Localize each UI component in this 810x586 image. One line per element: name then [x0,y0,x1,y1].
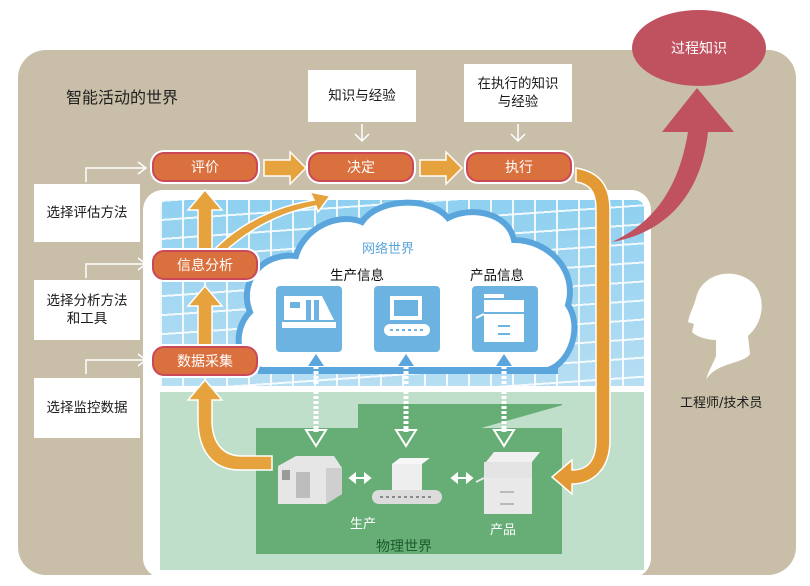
physical-conveyor-box-icon [372,458,442,504]
production-label: 生产 [350,517,377,532]
physical-machine-tool-icon [278,456,342,504]
world-title: 智能活动的世界 [66,88,179,107]
analyze-label: 信息分析 [177,258,233,274]
execution-knowledge-label: 在执行的知识 与经验 [477,76,559,110]
cyber-conveyor-icon [374,286,440,352]
product-label: 产品 [490,523,517,538]
flow-arrow-decide-to-execute [419,150,464,186]
physical-printer-icon [475,452,540,514]
physical-world-title: 物理世界 [376,539,432,555]
cyber-double-arrows [347,313,466,327]
flow-arrow-analyze-to-evaluate [186,188,224,251]
analysis-method-note: 选择分析方法 和工具 [34,280,140,340]
process-knowledge-ellipse: 过程知识 [632,10,766,86]
cloud-connector-arrows [304,354,516,448]
collect-label: 数据采集 [177,354,233,370]
cyber-printer-icon [472,286,538,352]
monitor-data-label: 选择监控数据 [46,400,128,416]
analyze-step: 信息分析 [152,250,258,280]
physical-double-arrows [348,471,474,485]
note-connector-arrows [85,124,526,374]
evaluate-step: 评价 [152,152,258,182]
product-info-label: 产品信息 [470,268,524,284]
execute-step: 执行 [466,152,572,182]
flow-arrow-analyze-to-decide [210,190,332,255]
decide-label: 决定 [347,160,375,176]
flow-arrow-evaluate-to-decide [263,150,308,186]
monitor-data-note: 选择监控数据 [34,378,140,438]
evaluation-method-label: 选择评估方法 [46,205,128,221]
evaluation-method-note: 选择评估方法 [34,184,140,242]
flow-arrow-physical-to-collect [186,378,273,471]
flow-arrow-collect-to-analyze [186,284,224,347]
process-knowledge-arrow [612,88,734,242]
cyber-machine-tool-icon [276,286,342,352]
head-silhouette-icon [688,273,762,380]
analysis-method-label: 选择分析方法 和工具 [46,293,128,327]
execute-label: 执行 [505,160,533,176]
evaluate-label: 评价 [191,160,219,176]
process-knowledge-label: 过程知识 [671,41,727,57]
flow-arrow-execute-to-physical [550,167,611,496]
production-info-label: 生产信息 [330,268,384,284]
collect-step: 数据采集 [152,346,258,376]
execution-knowledge-note: 在执行的知识 与经验 [464,64,572,122]
knowledge-experience-note: 知识与经验 [308,70,416,122]
cyber-world-title: 网络世界 [362,242,415,257]
engineer-label: 工程师/技术员 [680,396,763,411]
knowledge-experience-label: 知识与经验 [328,88,396,104]
decide-step: 决定 [308,152,414,182]
